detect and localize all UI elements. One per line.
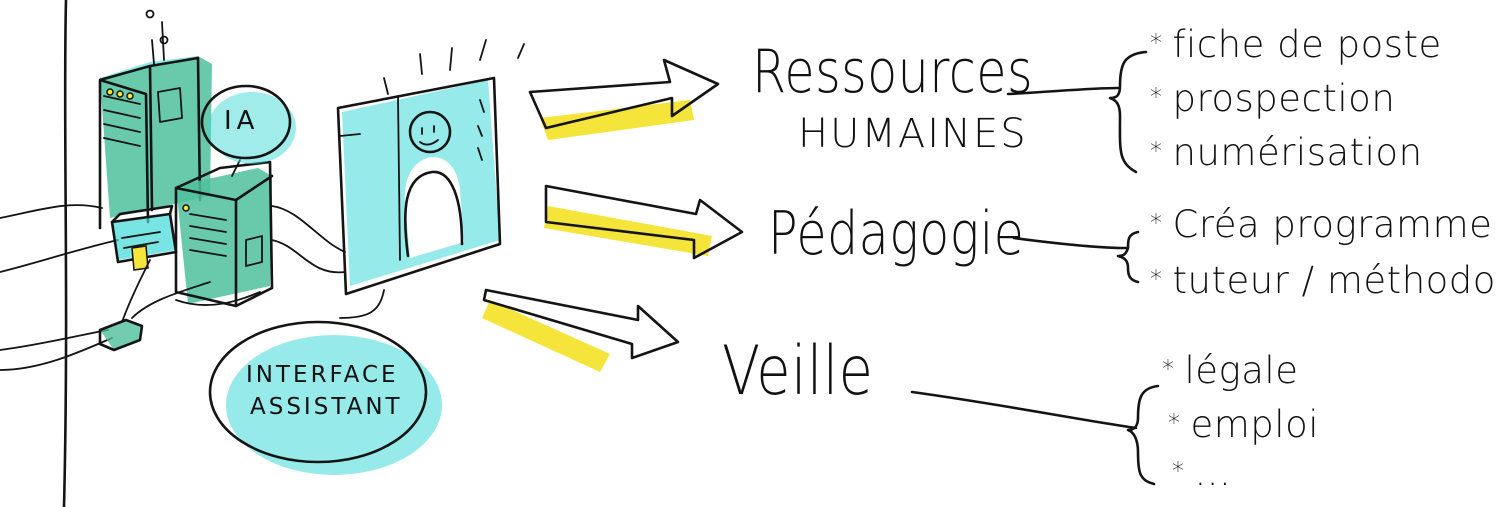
list-item-label: prospection [1172, 77, 1396, 120]
branch-title-pedagogie: Pédagogie [768, 199, 1025, 269]
list-item-label: tuteur / méthodo [1172, 259, 1496, 302]
branch-title-veille: Veille [722, 332, 874, 411]
cable [121, 259, 151, 323]
list-item: * emploi [1168, 406, 1319, 443]
wall-line [62, 0, 68, 507]
bracket [1116, 230, 1140, 284]
list-item: * légale [1162, 352, 1298, 389]
cable [0, 239, 119, 273]
connector-line [1012, 236, 1128, 250]
bullet-icon: * [1168, 409, 1181, 437]
bullet-icon: * [1150, 209, 1163, 237]
cable [0, 204, 103, 219]
hardware-box-icon [110, 204, 178, 271]
assistant-label-line2: ASSISTANT [250, 394, 403, 420]
ai-badge-bubble [200, 84, 296, 164]
list-item-label: Créa programme [1172, 203, 1493, 246]
list-item-label: ... [1194, 451, 1232, 494]
bracket [1126, 384, 1160, 486]
bullet-icon: * [1162, 355, 1175, 383]
cable [0, 337, 113, 371]
bullet-icon: * [1150, 83, 1163, 111]
list-item: * Créa programme [1150, 206, 1492, 243]
cable [0, 329, 109, 351]
list-item-label: emploi [1190, 403, 1319, 446]
list-item: * prospection [1150, 80, 1395, 117]
bullet-icon: * [1150, 265, 1163, 293]
cable [271, 239, 346, 274]
cable [271, 205, 346, 253]
list-item: *... [1172, 454, 1231, 491]
list-item-label: fiche de poste [1172, 23, 1442, 66]
assistant-bubble [208, 320, 442, 475]
arrow-icon [544, 184, 744, 260]
cable [175, 291, 261, 306]
cable [131, 281, 211, 319]
bullet-icon: * [1172, 457, 1185, 485]
list-item: * fiche de poste [1150, 26, 1442, 63]
arrow-icon [482, 288, 680, 372]
bullet-icon: * [1150, 29, 1163, 57]
branch-subtitle-hr: HUMAINES [798, 111, 1028, 157]
ai-server-icon [174, 159, 274, 308]
ai-badge-label: IA [224, 106, 260, 136]
list-item-label: légale [1184, 349, 1299, 392]
list-item: * tuteur / méthodo [1150, 262, 1496, 299]
server-tower-icon [98, 9, 212, 230]
bracket [1108, 50, 1148, 174]
list-item-label: numérisation [1172, 131, 1423, 174]
monitor-icon [336, 39, 525, 319]
list-item: * numérisation [1150, 134, 1423, 171]
arrow-icon [528, 58, 720, 140]
bullet-icon: * [1150, 137, 1163, 165]
connector-icon [98, 318, 144, 352]
connector-line [1006, 86, 1120, 96]
connector-line [910, 390, 1138, 430]
assistant-label-line1: INTERFACE [246, 362, 399, 388]
branch-title-hr: Ressources [752, 37, 1034, 107]
